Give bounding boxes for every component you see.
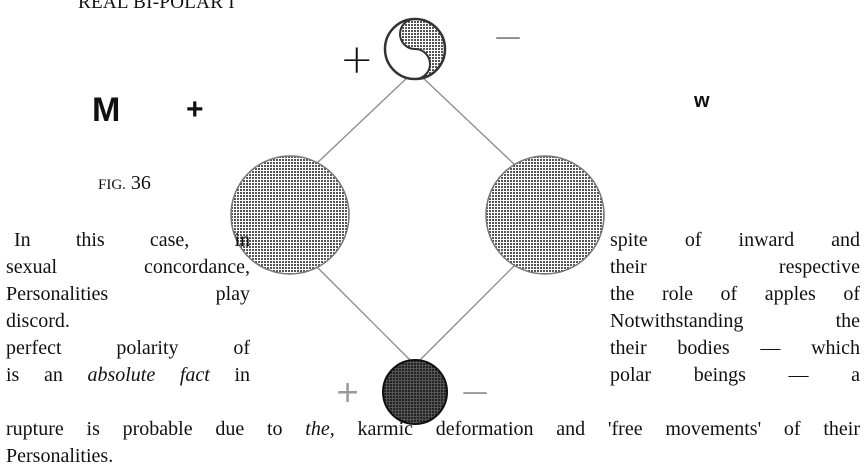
connector-bottom-left	[314, 264, 411, 361]
text-line: their bodies — which	[610, 337, 860, 359]
label-m: M	[92, 91, 121, 129]
paragraph-tail: rupture is probable due to the, karmic d…	[6, 416, 860, 470]
connector-bottom-right	[419, 264, 516, 361]
top-yin-yang-disc	[383, 17, 447, 81]
text-line: Personalities.	[6, 445, 114, 467]
bottom-dark-disc	[382, 359, 448, 425]
page-heading: REAL BI-POLAR I	[78, 0, 235, 13]
text-line-with-italic: rupture is probable due to the, karmic d…	[6, 418, 860, 440]
text-line: the role of apples of	[610, 283, 860, 305]
label-w: w	[694, 90, 710, 112]
text-line: Notwithstanding the	[610, 310, 860, 332]
text-line: sexual concordance,	[6, 256, 250, 278]
figure-caption-number: 36	[130, 172, 151, 194]
bottom-minus-sign: —	[462, 377, 488, 407]
polarity-diagram: + —	[230, 17, 605, 425]
text-line: polar beings — a	[610, 364, 860, 386]
bottom-plus-sign: +	[335, 375, 360, 410]
right-disc	[485, 155, 605, 275]
connector-top-left	[314, 75, 410, 166]
text-line: In this case, in	[14, 229, 250, 251]
label-m-sign: +	[186, 93, 204, 126]
text-line: discord.	[6, 310, 70, 332]
top-plus-sign: +	[340, 37, 374, 83]
text-line: Personalities play	[6, 283, 250, 305]
text-line: spite of inward and	[610, 229, 860, 251]
paragraph-left-column: In this case, in sexual concordance, Per…	[6, 227, 250, 389]
left-disc	[230, 155, 350, 275]
top-minus-sign: —	[495, 22, 521, 52]
connector-top-right	[420, 75, 516, 166]
figure-caption: Fig. 36	[98, 172, 151, 195]
text-line-with-italic: is an absolute fact in	[6, 364, 251, 386]
italic-phrase: absolute fact	[87, 364, 210, 386]
text-line: their respective	[610, 256, 860, 278]
italic-phrase: the,	[305, 418, 335, 440]
paragraph-right-column: spite of inward and their respective the…	[610, 227, 860, 389]
figure-caption-prefix: Fig.	[98, 177, 126, 193]
text-line: perfect polarity of	[6, 337, 250, 359]
